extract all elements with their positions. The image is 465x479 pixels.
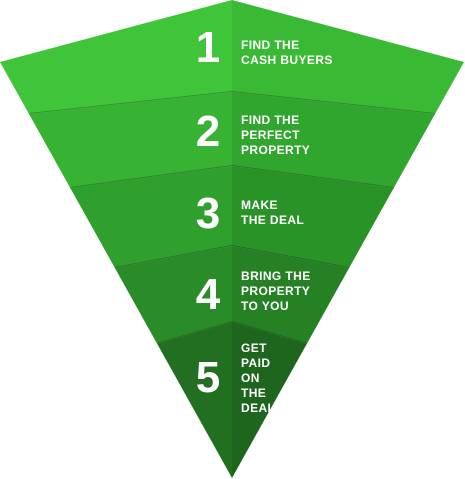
funnel-band-4-left xyxy=(114,246,232,344)
step-3-label-line: MAKE xyxy=(241,198,278,212)
funnel-band-3-right xyxy=(232,166,394,268)
funnel-band-1-left xyxy=(0,0,232,114)
step-3-label-line: THE DEAL xyxy=(241,213,304,227)
step-1-number: 1 xyxy=(196,23,220,72)
funnel-band-5-right xyxy=(232,322,307,478)
step-4-label-line: BRING THE xyxy=(241,269,311,283)
funnel-band-2-left xyxy=(29,92,232,188)
step-5-label-line: THE xyxy=(241,386,266,400)
step-2-number: 2 xyxy=(196,107,220,156)
step-5-label-line: GET xyxy=(241,341,267,355)
step-5-label-line: PAID xyxy=(241,356,270,370)
step-5-label-line: DEAL xyxy=(241,401,275,415)
step-5-number: 5 xyxy=(196,353,220,402)
step-5-label-line: ON xyxy=(241,371,260,385)
step-2-label-line: FIND THE xyxy=(241,113,300,127)
funnel-band-1-right xyxy=(232,0,464,114)
step-1-label-line: FIND THE xyxy=(241,38,300,52)
step-3-number: 3 xyxy=(196,189,220,238)
funnel-band-5-left xyxy=(157,322,232,478)
step-2-label-line: PERFECT xyxy=(241,128,300,142)
funnel-band-3-left xyxy=(70,166,233,268)
funnel-band-4-right xyxy=(232,246,350,344)
step-2-label-line: PROPERTY xyxy=(241,143,310,157)
step-4-number: 4 xyxy=(196,270,221,319)
step-4-label-line: TO YOU xyxy=(241,299,289,313)
step-4-label-line: PROPERTY xyxy=(241,284,310,298)
step-1-label-line: CASH BUYERS xyxy=(241,53,333,67)
funnel-band-2-right xyxy=(232,92,435,188)
